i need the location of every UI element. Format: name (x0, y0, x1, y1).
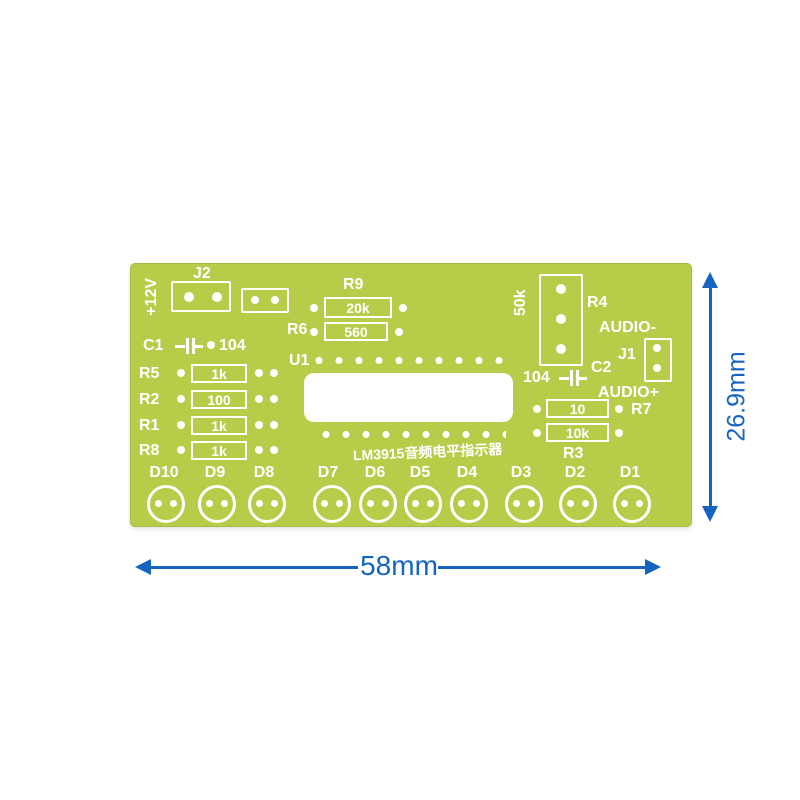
width-dimension-label: 58mm (360, 550, 438, 581)
led-label-d9: D9 (204, 464, 226, 481)
ic-body (304, 373, 513, 422)
r7-resistor-outline: 10 (546, 399, 609, 418)
dim-arrow-left-icon (135, 559, 151, 575)
c2-capacitor-icon (559, 370, 587, 386)
r3-label: R3 (563, 445, 584, 462)
led-footprint-d2 (559, 485, 597, 523)
pad-hole (255, 421, 263, 429)
pad-hole (556, 284, 566, 294)
j2-connector-outline (171, 281, 231, 312)
pad-hole (184, 292, 194, 302)
c1-label: C1 (143, 337, 164, 354)
led-footprint-d1 (613, 485, 651, 523)
pad-hole (270, 395, 278, 403)
ic-pad-row-bottom (316, 430, 506, 439)
pad-hole (615, 429, 623, 437)
pad-hole (212, 292, 222, 302)
board-title: LM3915音频电平指示器 (352, 440, 503, 464)
pad-hole (615, 405, 623, 413)
pad-hole (556, 344, 566, 354)
width-dimension-line-left (150, 566, 358, 569)
j1-label: J1 (618, 346, 636, 363)
pad-hole (207, 341, 215, 349)
pad-hole (177, 446, 185, 454)
led-footprint-d3 (505, 485, 543, 523)
r4-label: R4 (587, 294, 608, 311)
pad-hole (271, 296, 279, 304)
dim-arrow-down-icon (702, 506, 718, 522)
c1-capacitor-icon (175, 338, 203, 354)
led-footprint-d7 (313, 485, 351, 523)
ic-pad-row-top (309, 356, 509, 365)
audio-minus-label: AUDIO- (599, 319, 656, 336)
j1-connector-outline (644, 338, 672, 382)
r9-resistor-outline: 20k (324, 297, 392, 318)
pad-hole (251, 296, 259, 304)
r1-label: R1 (139, 417, 160, 434)
led-label-d6: D6 (364, 464, 386, 481)
led-footprint-d4 (450, 485, 488, 523)
pad-hole (177, 421, 185, 429)
pad-hole (255, 369, 263, 377)
height-dimension-label: 26.9mm (722, 351, 751, 442)
pad-hole (533, 405, 541, 413)
r5-label: R5 (139, 365, 160, 382)
pad-hole (556, 314, 566, 324)
r5-resistor-outline: 1k (191, 364, 247, 383)
r4-connector-outline (539, 274, 583, 366)
r9-label: R9 (343, 276, 364, 293)
led-label-d8: D8 (253, 464, 275, 481)
pad-hole (533, 429, 541, 437)
led-label-d3: D3 (510, 464, 532, 481)
pad-hole (399, 304, 407, 312)
pad-hole (310, 328, 318, 336)
dim-arrow-right-icon (645, 559, 661, 575)
pad-hole (255, 395, 263, 403)
c1-value: 104 (219, 337, 246, 354)
pad-hole (255, 446, 263, 454)
r2-label: R2 (139, 391, 160, 408)
pad-hole (270, 369, 278, 377)
r8-resistor-outline: 1k (191, 441, 247, 460)
led-footprint-d6 (359, 485, 397, 523)
c2-value: 104 (523, 369, 550, 386)
width-dimension-line-right (438, 566, 646, 569)
j2-label: J2 (193, 265, 211, 282)
led-footprint-d5 (404, 485, 442, 523)
r6-resistor-outline: 560 (324, 322, 388, 341)
r2-resistor-outline: 100 (191, 390, 247, 409)
pad-hole (270, 421, 278, 429)
pad-hole (177, 395, 185, 403)
pad-hole (653, 364, 661, 372)
led-label-d5: D5 (409, 464, 431, 481)
audio-plus-label: AUDIO+ (598, 384, 659, 401)
pad-hole (177, 369, 185, 377)
dim-arrow-up-icon (702, 272, 718, 288)
r8-label: R8 (139, 442, 160, 459)
led-label-d10: D10 (149, 464, 179, 481)
pcb-board: +12V J2 R9 20k R6 560 50k R4 AUDIO- J1 A… (130, 263, 692, 527)
r6-label: R6 (287, 321, 308, 338)
aux-connector-outline (241, 288, 289, 313)
r3-resistor-outline: 10k (546, 423, 609, 442)
led-label-d4: D4 (456, 464, 478, 481)
led-label-d2: D2 (564, 464, 586, 481)
c2-label: C2 (591, 359, 612, 376)
u1-label: U1 (289, 352, 310, 369)
power-label: +12V (143, 277, 161, 316)
led-label-d7: D7 (317, 464, 339, 481)
led-footprint-d10 (147, 485, 185, 523)
r1-resistor-outline: 1k (191, 416, 247, 435)
pad-hole (653, 344, 661, 352)
r7-label: R7 (631, 401, 652, 418)
led-label-d1: D1 (619, 464, 641, 481)
led-footprint-d9 (198, 485, 236, 523)
led-footprint-d8 (248, 485, 286, 523)
pad-hole (395, 328, 403, 336)
pot-value-label: 50k (512, 289, 530, 317)
height-dimension-line (709, 287, 712, 507)
pad-hole (270, 446, 278, 454)
pad-hole (310, 304, 318, 312)
